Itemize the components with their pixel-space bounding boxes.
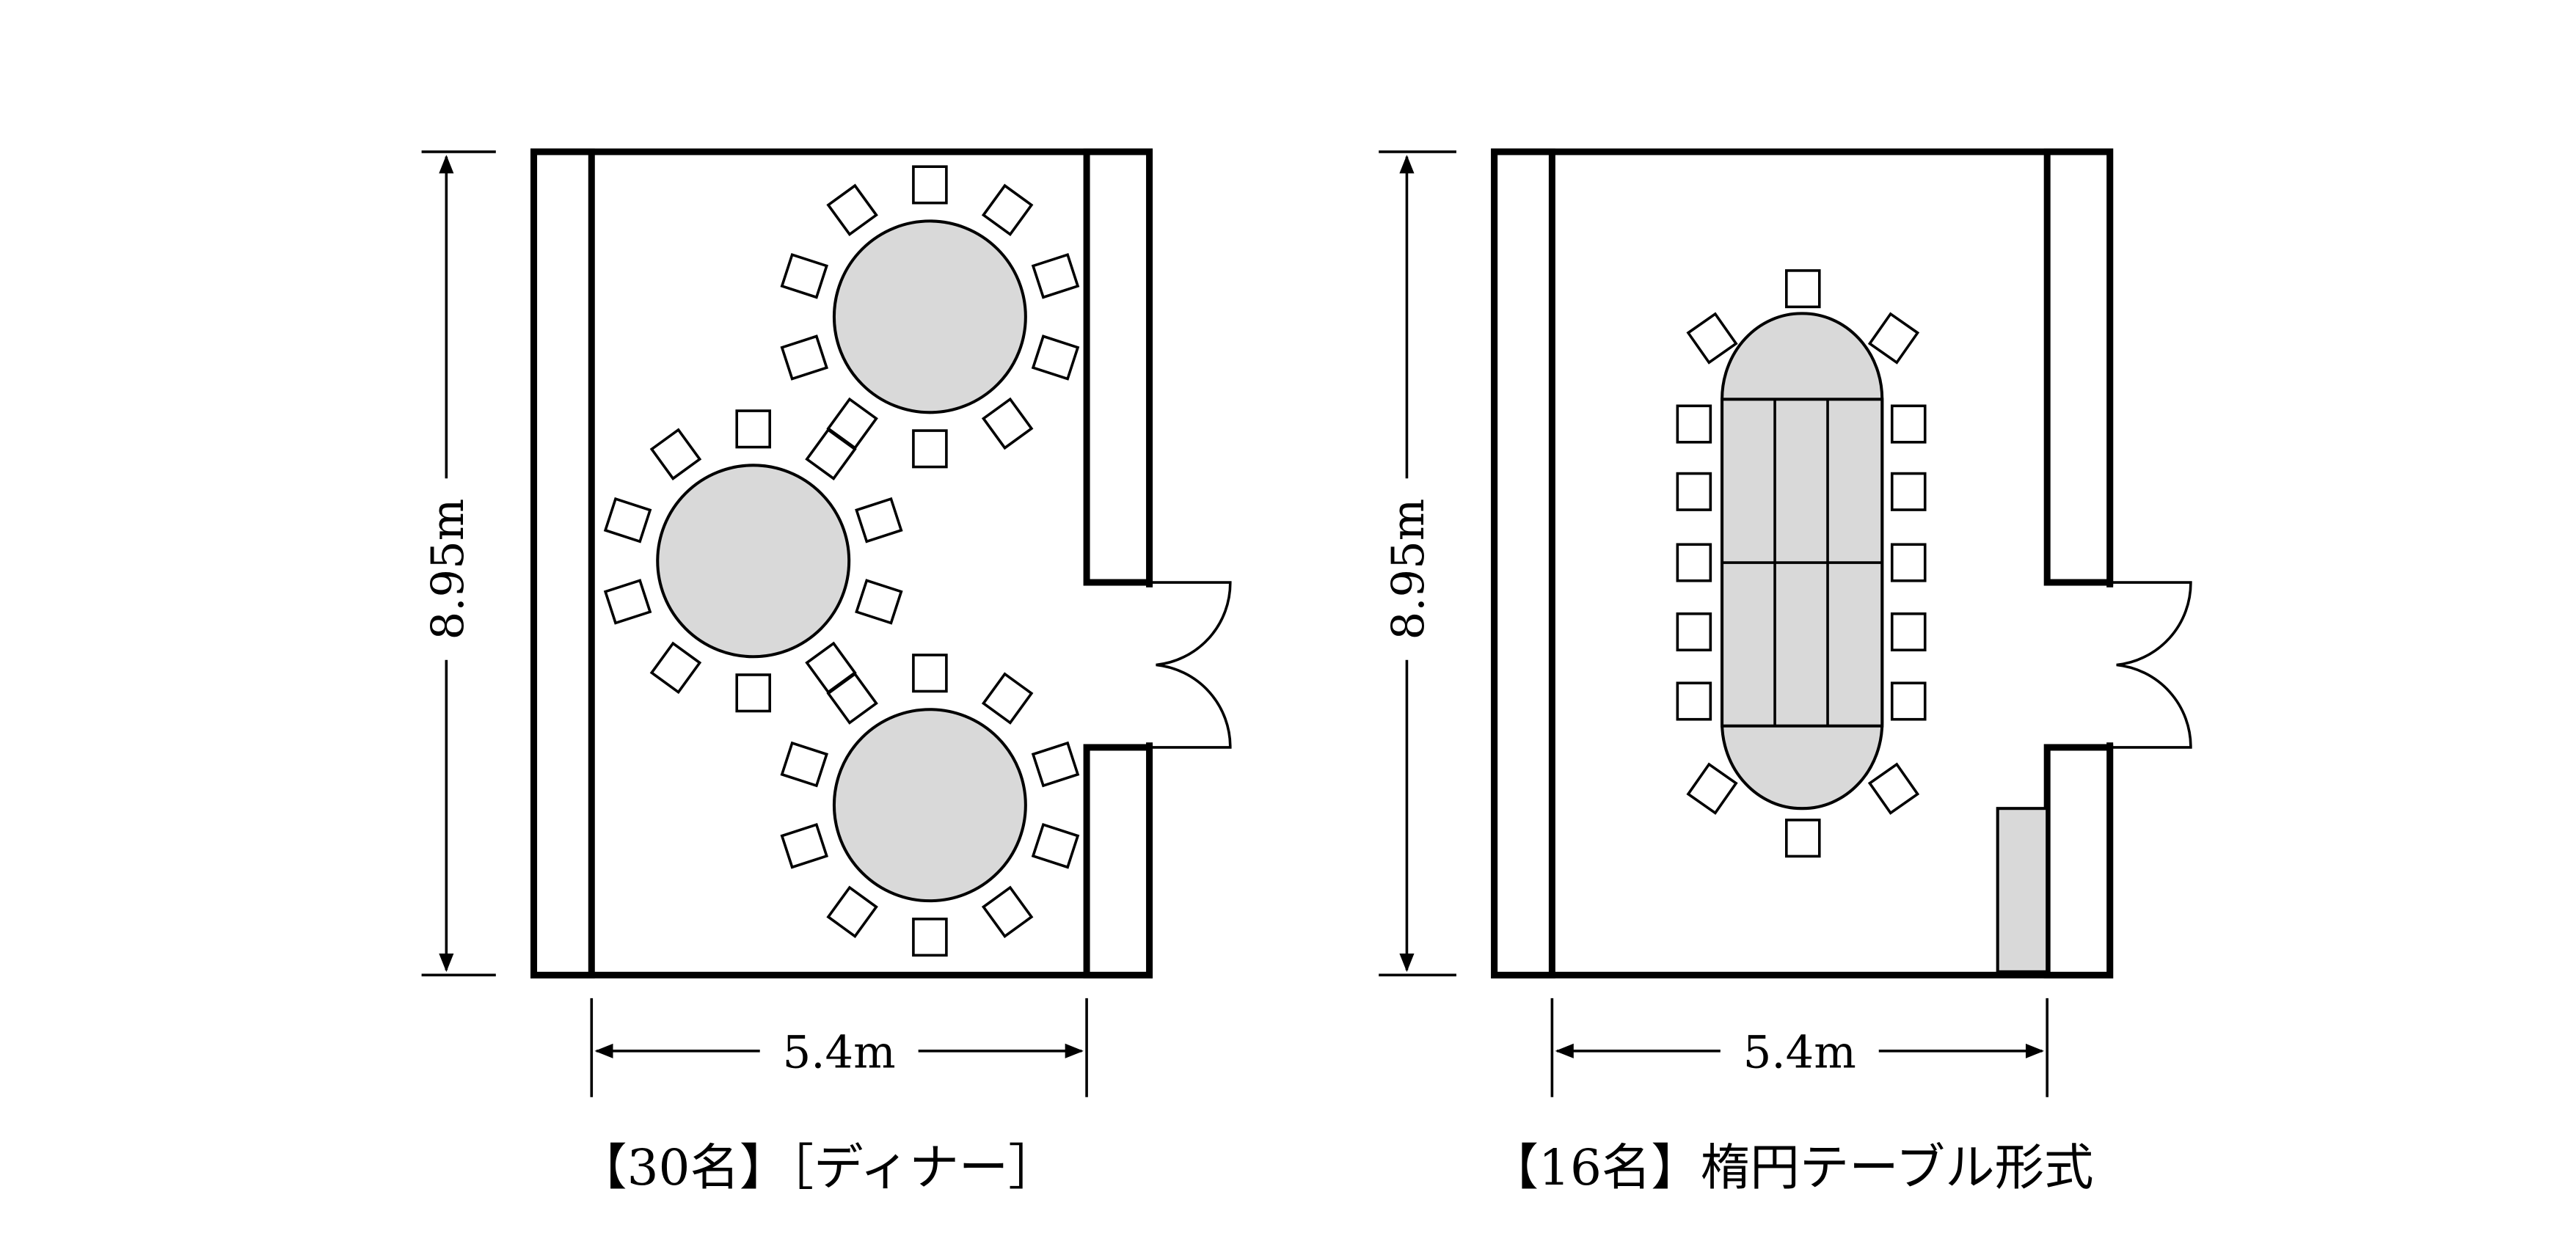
chair bbox=[1676, 612, 1712, 652]
chair bbox=[1867, 762, 1920, 815]
chair bbox=[1031, 334, 1080, 381]
chair bbox=[1031, 252, 1080, 299]
chair bbox=[649, 428, 702, 480]
width-label: 5.4m bbox=[783, 1027, 896, 1078]
chair bbox=[981, 183, 1034, 237]
chair bbox=[912, 429, 948, 469]
side-counter bbox=[1996, 807, 2049, 973]
chair bbox=[912, 165, 948, 205]
chair bbox=[1890, 543, 1927, 582]
chair bbox=[1890, 404, 1927, 444]
double-door bbox=[2109, 581, 2192, 749]
chair bbox=[1890, 612, 1927, 652]
right-room-plan: 8.95m 5.4m 【16名】楕円テーブル形式 bbox=[1379, 148, 2192, 1196]
chair bbox=[1867, 312, 1920, 365]
chair bbox=[1686, 762, 1738, 815]
chair bbox=[780, 741, 829, 788]
chair bbox=[855, 579, 903, 625]
chair bbox=[826, 183, 878, 237]
chair bbox=[912, 918, 948, 957]
round-table bbox=[832, 708, 1027, 903]
chair bbox=[1785, 819, 1821, 858]
chair bbox=[805, 428, 857, 480]
chair bbox=[826, 885, 878, 939]
chair bbox=[1031, 741, 1080, 788]
height-dimension: 8.95m bbox=[1379, 150, 1456, 977]
chair bbox=[1676, 404, 1712, 444]
oval-table-chairs bbox=[1676, 269, 1927, 858]
chair bbox=[1686, 312, 1738, 365]
chair bbox=[780, 822, 829, 869]
double-door bbox=[1149, 581, 1232, 749]
chair bbox=[603, 497, 652, 544]
height-dimension: 8.95m bbox=[421, 150, 496, 977]
chair bbox=[1890, 681, 1927, 721]
width-label: 5.4m bbox=[1743, 1027, 1856, 1078]
chair bbox=[603, 579, 652, 625]
chair bbox=[780, 334, 829, 381]
chair bbox=[981, 397, 1034, 450]
height-label: 8.95m bbox=[423, 499, 474, 640]
oval-table bbox=[1721, 312, 1884, 811]
left-caption: 【30名】［ディナー］ bbox=[577, 1138, 1058, 1196]
chair bbox=[912, 654, 948, 693]
chair bbox=[1676, 472, 1712, 511]
right-caption: 【16名】楕円テーブル形式 bbox=[1489, 1138, 2094, 1196]
chair bbox=[649, 641, 702, 695]
height-label: 8.95m bbox=[1383, 499, 1434, 640]
round-tables bbox=[603, 165, 1080, 957]
chair bbox=[735, 409, 772, 449]
chair bbox=[735, 673, 772, 713]
chair bbox=[981, 672, 1034, 725]
chair bbox=[780, 252, 829, 299]
chair bbox=[1890, 472, 1927, 511]
round-table bbox=[832, 219, 1027, 414]
width-dimension: 5.4m bbox=[1550, 998, 2048, 1097]
width-dimension: 5.4m bbox=[590, 998, 1088, 1097]
chair bbox=[826, 672, 878, 725]
chair bbox=[981, 885, 1034, 939]
round-table bbox=[656, 464, 851, 659]
chair bbox=[1676, 543, 1712, 582]
chair bbox=[855, 497, 903, 544]
left-room-plan: 8.95m 5.4m 【30名】［ディナー］ bbox=[421, 148, 1232, 1196]
chair bbox=[1785, 269, 1821, 309]
chair bbox=[1676, 681, 1712, 721]
chair bbox=[1031, 822, 1080, 869]
